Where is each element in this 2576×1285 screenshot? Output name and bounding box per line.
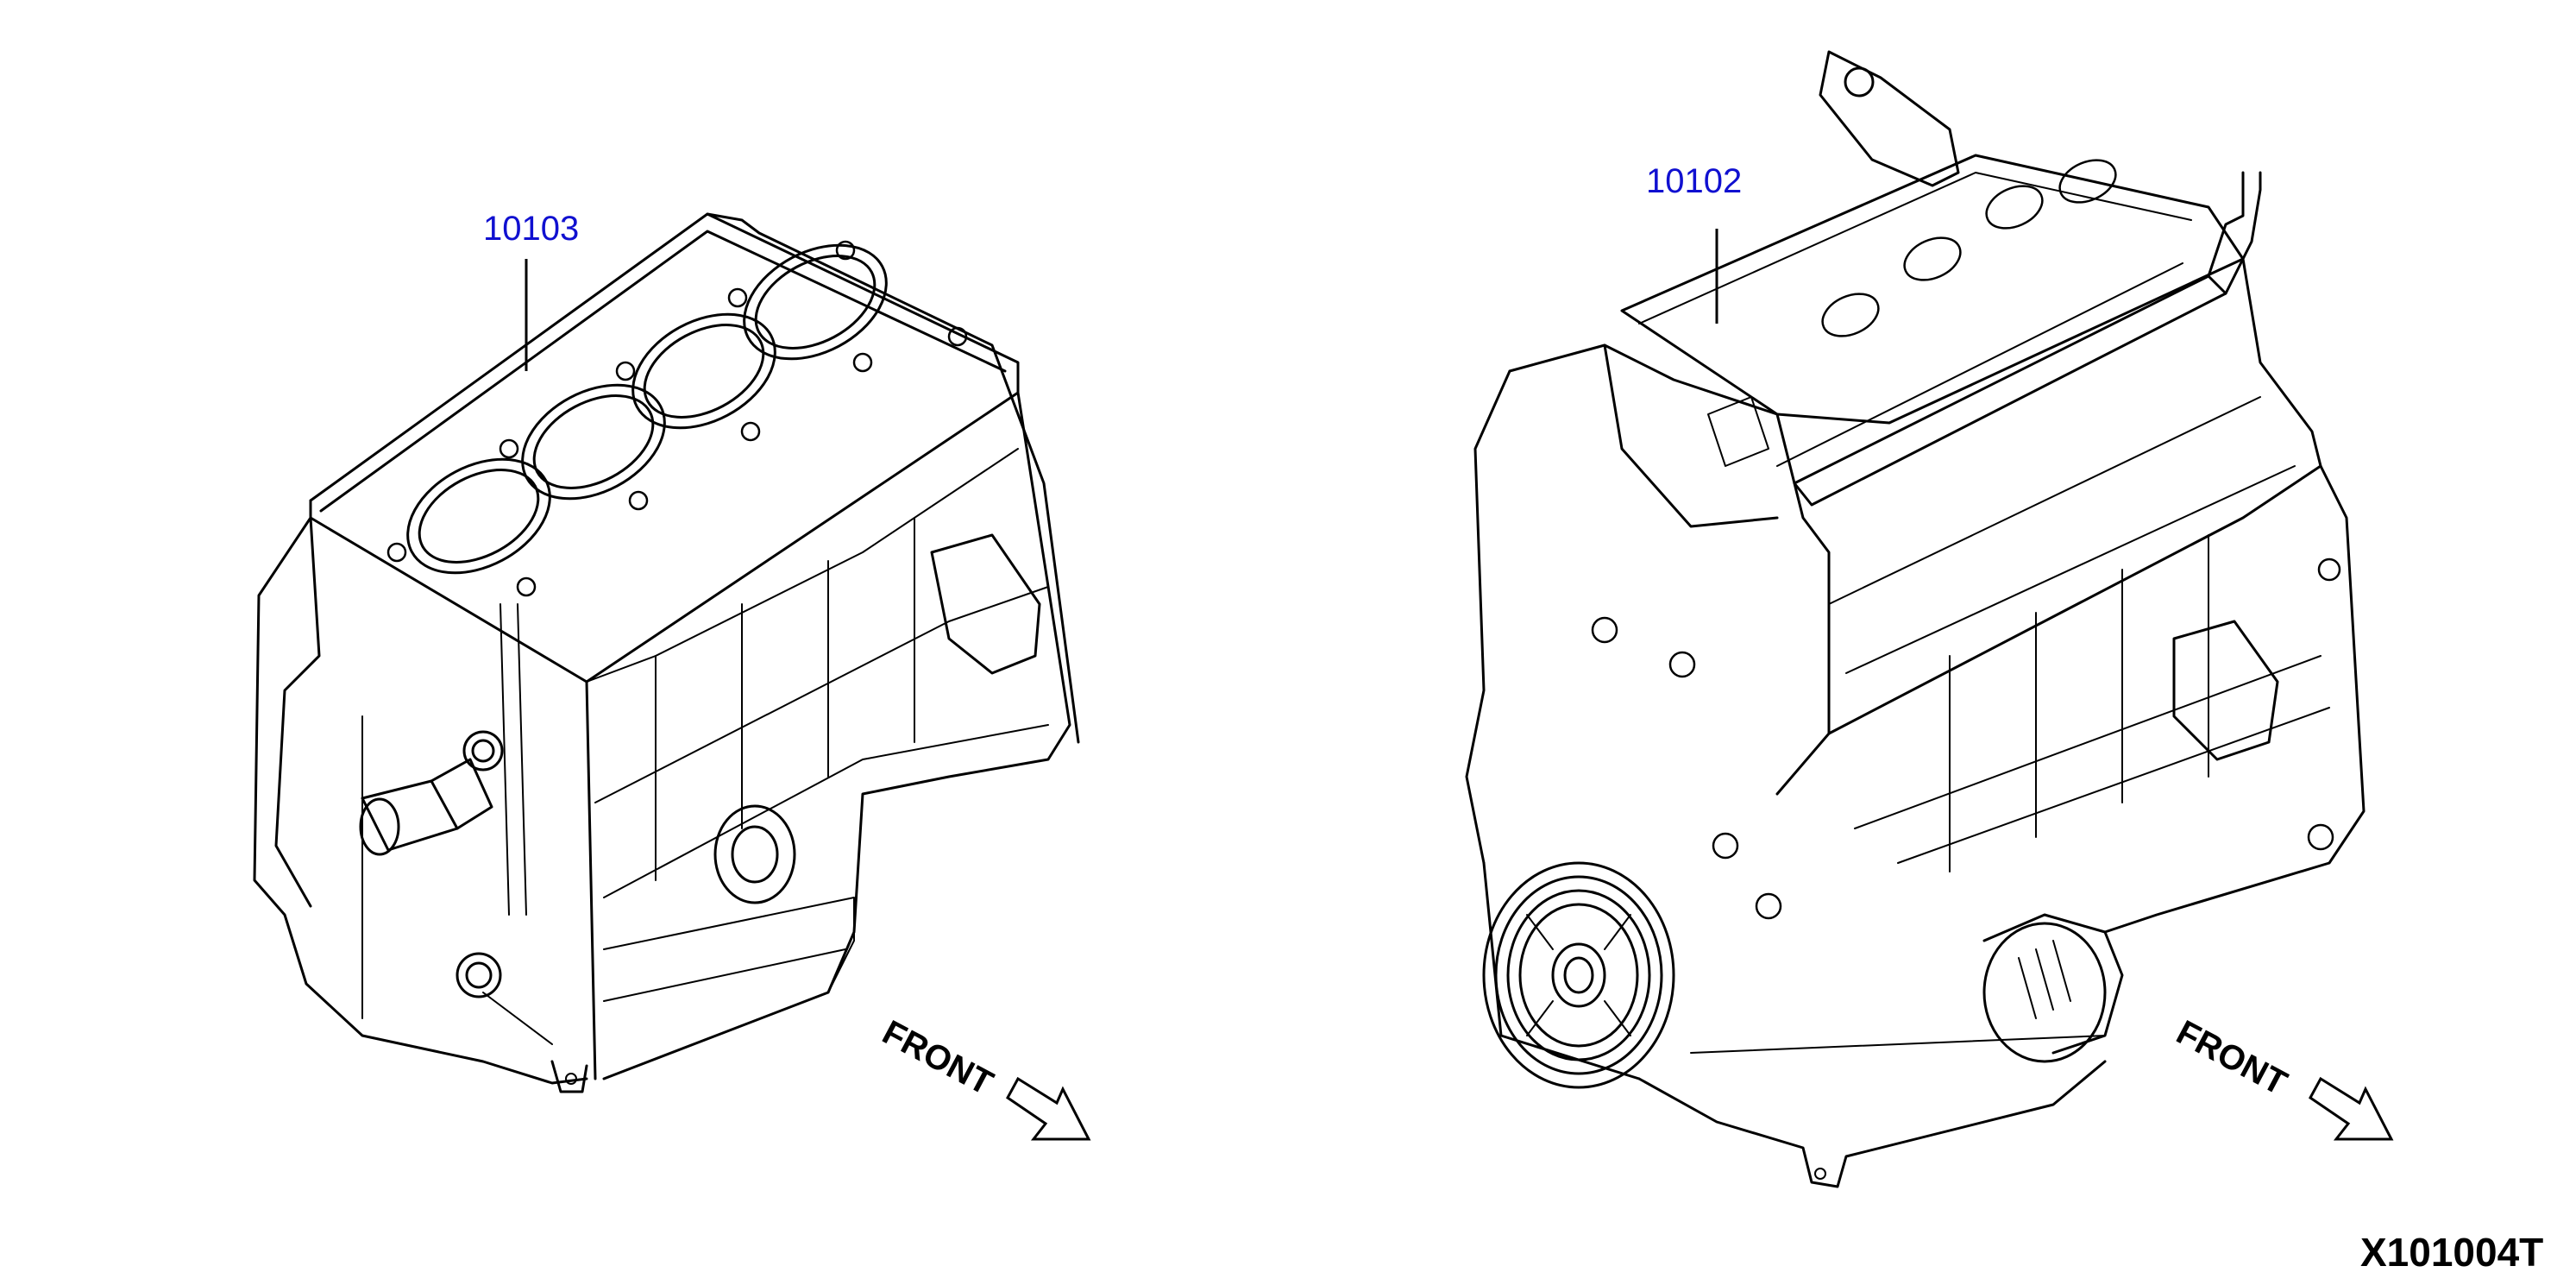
- short-block-drawing: [253, 212, 1080, 1093]
- bare-engine-drawing: [1465, 50, 2366, 1188]
- front-label-right: FRONT: [2171, 1013, 2293, 1103]
- front-arrow-right: [2309, 1076, 2394, 1141]
- idler-pulley: [1982, 913, 2124, 1063]
- crank-pulley: [1482, 861, 1675, 1089]
- callout-10102[interactable]: 10102: [1646, 162, 1743, 200]
- diagram-code: X101004T: [2360, 1230, 2544, 1275]
- plug-wells: [1821, 159, 2117, 337]
- front-arrow-left: [1006, 1076, 1091, 1141]
- cylinder-bores: [406, 243, 888, 575]
- front-label-left: FRONT: [876, 1013, 999, 1103]
- deck-bolt-holes: [386, 240, 968, 597]
- crankshaft-nose: [359, 758, 493, 856]
- callout-10103[interactable]: 10103: [483, 210, 580, 248]
